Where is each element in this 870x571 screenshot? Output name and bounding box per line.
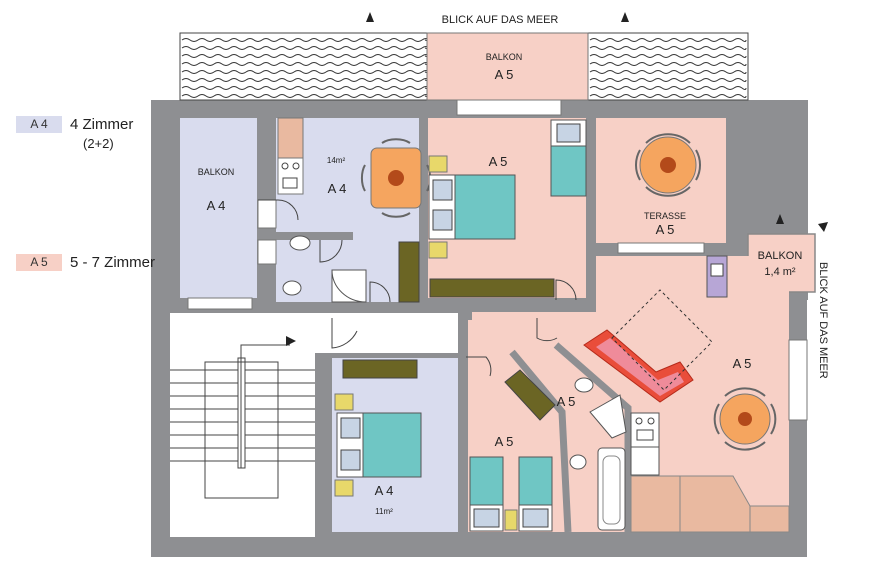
window-balkon-left	[187, 297, 253, 310]
legend-a4-text: 4 Zimmer	[70, 116, 134, 133]
shower-curve	[331, 269, 367, 303]
diag-wall-2	[553, 342, 632, 532]
bed-single-top	[550, 119, 587, 197]
terrace-name: TERASSE	[644, 211, 686, 221]
legend-a5: A 5 5 - 7 Zimmer	[16, 254, 155, 271]
bedroom-top-a5-code: A 5	[489, 154, 508, 169]
fridge-a4	[277, 117, 304, 159]
sink-a4	[289, 235, 311, 251]
legend-a4: A 4 4 Zimmer (2+2)	[16, 116, 133, 151]
wave-line	[181, 46, 432, 50]
wave-line	[589, 86, 747, 90]
dining-table-a4	[360, 138, 432, 218]
wardrobe-a4-kitchen	[398, 241, 420, 303]
north-arrow-left-icon	[366, 12, 374, 22]
wave-line	[589, 38, 747, 42]
compass-top-label: BLICK AUF DAS MEER	[442, 14, 559, 26]
door-frame-bath	[257, 239, 277, 265]
wave-line	[181, 86, 432, 90]
door-swings	[258, 199, 577, 377]
diag-arrow-icon	[818, 222, 828, 232]
bed-double-top	[428, 155, 516, 259]
balkon-top-name: BALKON	[486, 52, 523, 62]
window-top	[456, 99, 562, 116]
corner-sink	[589, 394, 627, 439]
compass-right-label: BLICK AUF DAS MEER	[817, 262, 829, 379]
balkon-right-name: BALKON	[758, 250, 803, 262]
window-terrace	[617, 242, 705, 254]
toilet-a5	[569, 454, 587, 470]
wave-line	[181, 62, 432, 66]
bathtub-inner	[602, 455, 621, 525]
balkon-right-area: 1,4 m²	[764, 266, 796, 278]
terrace-code: A 5	[656, 222, 675, 237]
bath-a5-code: A 5	[557, 394, 576, 409]
wave-line	[589, 94, 747, 98]
bedroom-a4-code: A 4	[375, 483, 394, 498]
toilet-a4	[282, 280, 302, 296]
balkon-left-room	[180, 118, 257, 298]
north-arrow-right-icon	[621, 12, 629, 22]
wardrobe-a4-bed	[342, 359, 418, 379]
bedroom-mid-a5-code: A 5	[495, 434, 514, 449]
wave-line	[589, 78, 747, 82]
shower	[331, 269, 367, 303]
stairs-arrow-icon	[286, 336, 296, 346]
wave-line	[181, 78, 432, 82]
sink-kitchen-a5	[630, 446, 660, 476]
balkon-left-name: BALKON	[198, 167, 235, 177]
wave-line	[589, 70, 747, 74]
wave-line	[181, 94, 432, 98]
door-frame-a4	[257, 199, 277, 229]
living-a5-code: A 5	[733, 356, 752, 371]
sofa-cushion	[596, 338, 684, 396]
wave-line	[181, 38, 432, 42]
legend-a4-sub: (2+2)	[83, 136, 114, 151]
wardrobe-mid	[504, 369, 556, 421]
wardrobe-top	[429, 278, 555, 298]
stairs	[170, 344, 315, 499]
wave-line	[181, 54, 432, 58]
kitchen-a4-area: 14m²	[327, 156, 346, 165]
kitchen-a4-code: A 4	[328, 181, 347, 196]
dining-table-living	[713, 387, 777, 451]
window-right	[788, 339, 808, 421]
diag-wall-1	[509, 349, 572, 533]
wave-line	[181, 70, 432, 74]
north-arrow-balkon-icon	[776, 214, 784, 224]
bedroom-a4-area: 11m²	[375, 507, 393, 516]
wave-line	[589, 54, 747, 58]
balkon-left-code: A 4	[207, 198, 226, 213]
legend-a5-swatch: A 5	[16, 254, 62, 271]
sea-right	[587, 32, 749, 101]
beds-single-mid	[469, 456, 553, 532]
legend-a5-text: 5 - 7 Zimmer	[70, 254, 156, 271]
bed-double-a4	[334, 393, 422, 497]
balkon-top-code: A 5	[495, 67, 514, 82]
wave-line	[589, 46, 747, 50]
sea-left	[179, 32, 432, 101]
dining-table-terrace	[635, 133, 701, 197]
legend-a4-swatch: A 4	[16, 116, 62, 133]
wave-line	[589, 62, 747, 66]
sink-a5	[574, 377, 594, 393]
stove-a4	[277, 157, 304, 195]
